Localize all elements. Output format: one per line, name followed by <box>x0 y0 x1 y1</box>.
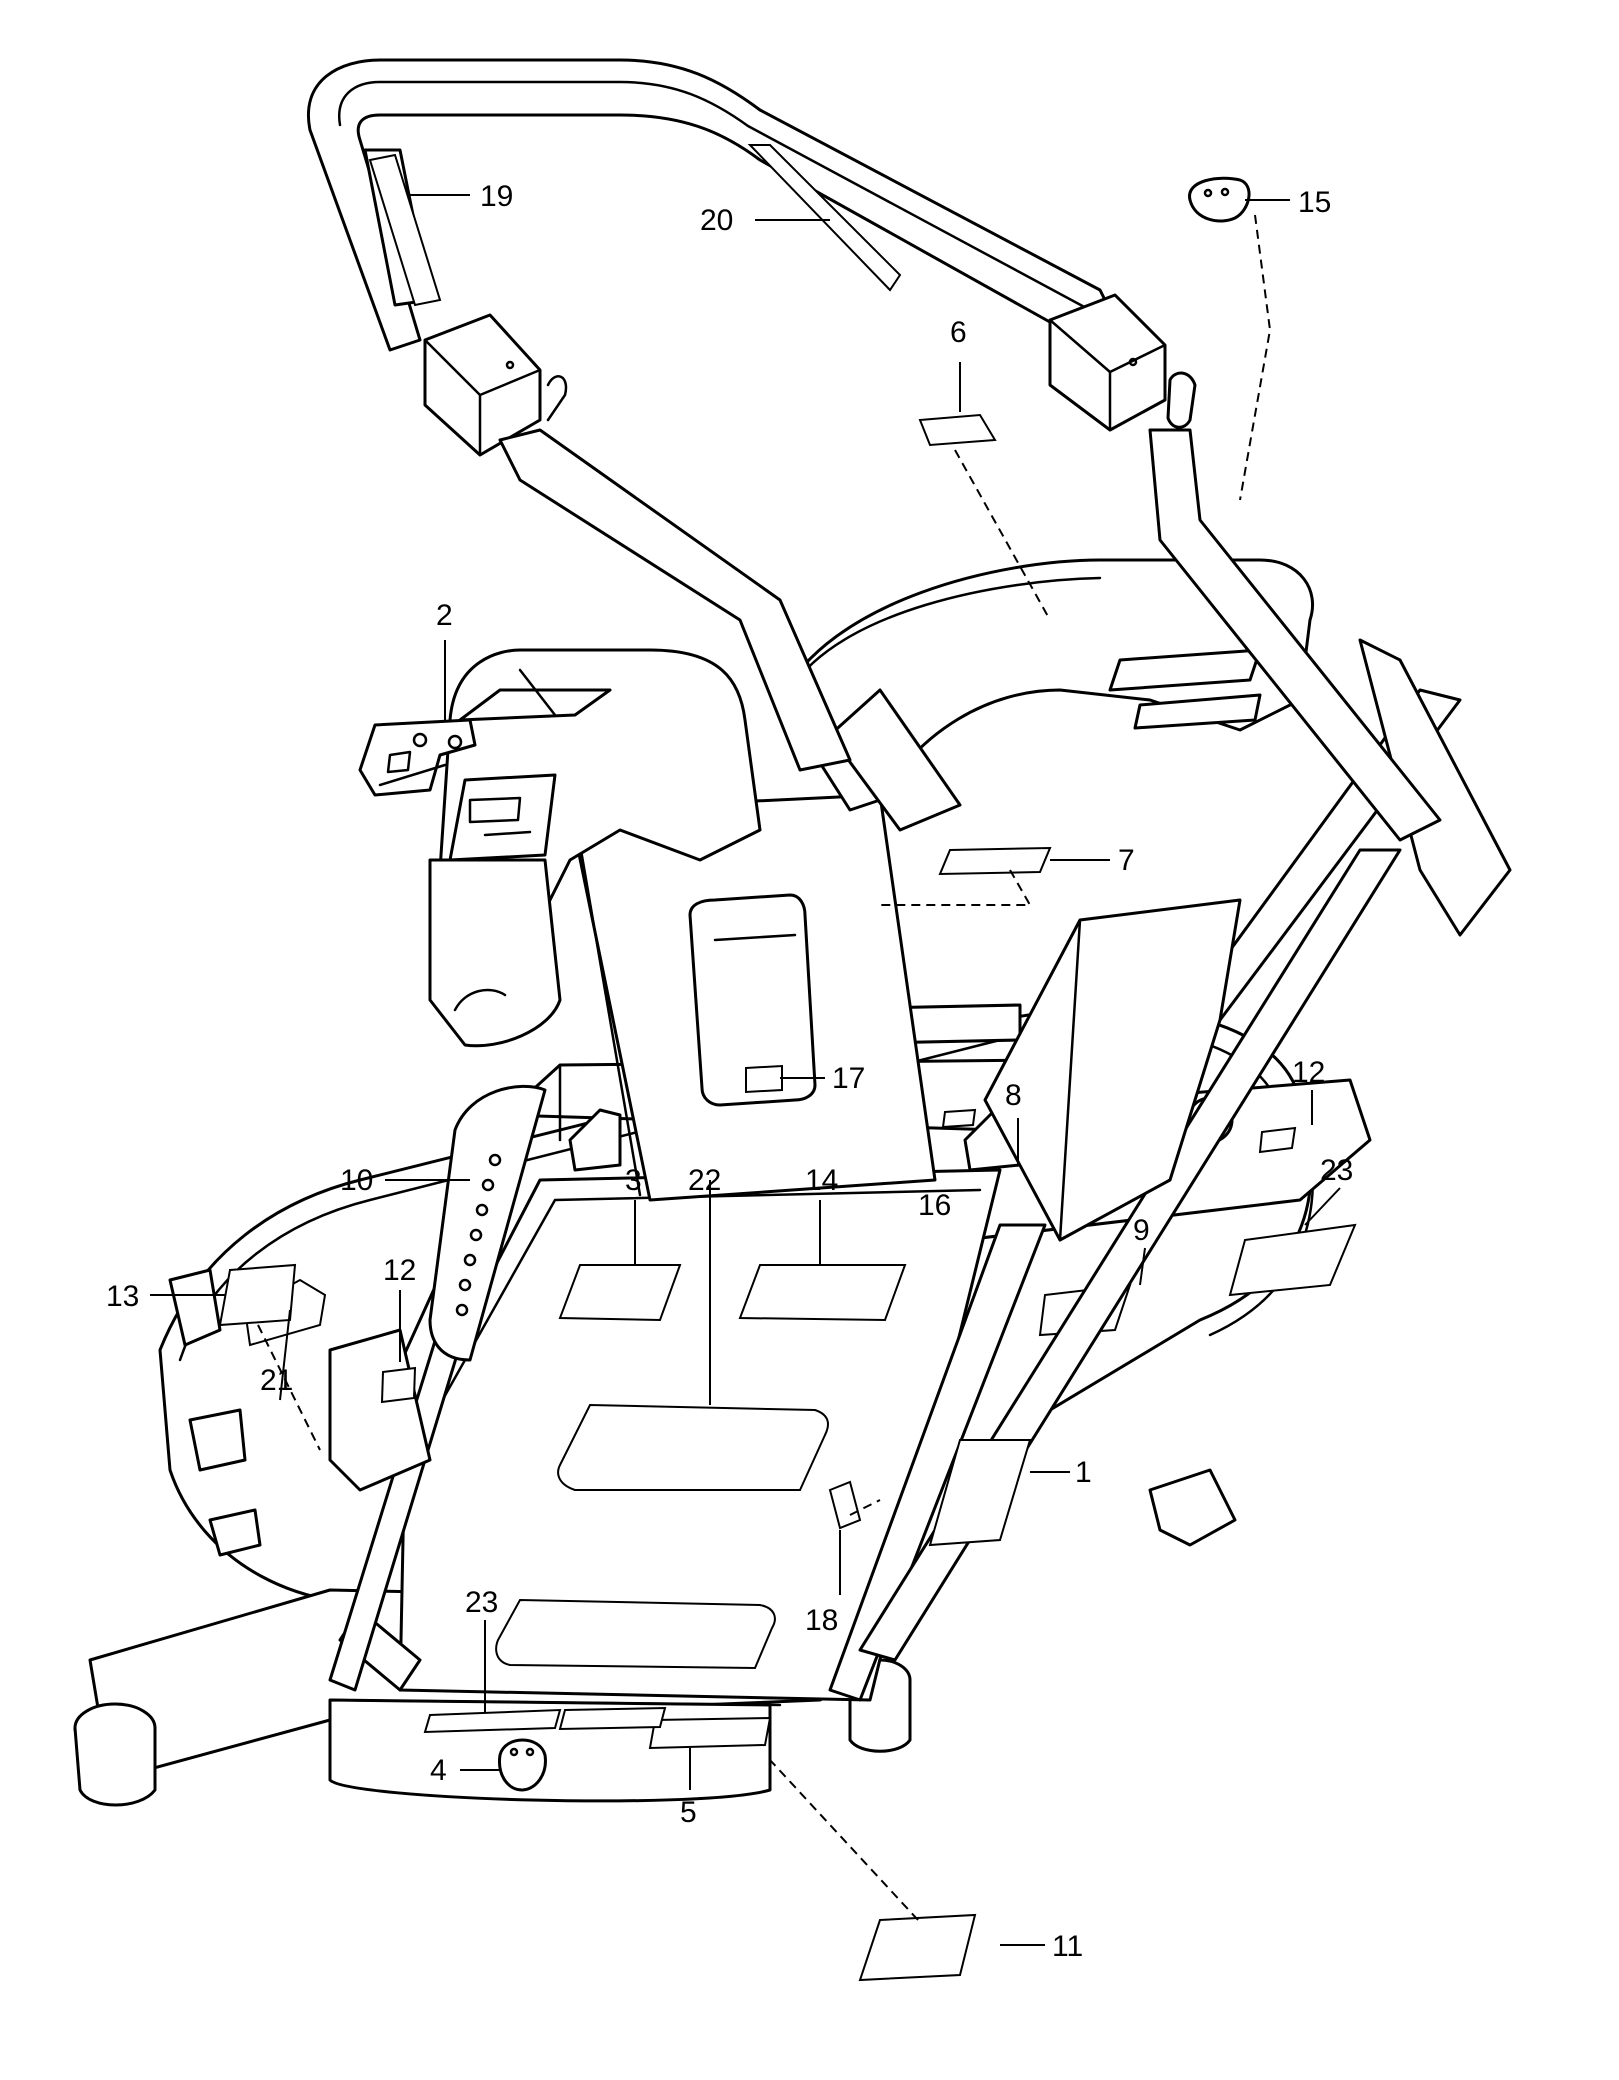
decal-part-22 <box>557 1403 829 1491</box>
callout-18: 18 <box>805 1604 838 1637</box>
decal-part-3 <box>558 1264 682 1322</box>
decal-part-18 <box>828 1480 862 1530</box>
callout-22: 22 <box>688 1164 721 1197</box>
decal-part-1 <box>928 1439 1032 1547</box>
part-13-decal <box>218 1263 297 1327</box>
decal-part-23-left <box>423 1708 562 1734</box>
callout-3: 3 <box>625 1164 642 1197</box>
decal-part-14 <box>738 1264 907 1322</box>
callout-13: 13 <box>106 1280 139 1313</box>
rear-fender <box>778 558 1512 937</box>
part-2-plate <box>358 718 477 797</box>
callout-23-right: 23 <box>1320 1154 1353 1187</box>
decal-part-5 <box>648 1716 772 1750</box>
decal-part-23-right <box>1228 1223 1357 1297</box>
callout-23-left: 23 <box>465 1586 498 1619</box>
callout-8: 8 <box>1005 1079 1022 1112</box>
callout-12-left: 12 <box>383 1254 416 1287</box>
callout-15: 15 <box>1298 186 1331 219</box>
callout-2: 2 <box>436 599 453 632</box>
callout-19: 19 <box>480 180 513 213</box>
part-11-decal <box>858 1913 977 1982</box>
callout-17: 17 <box>832 1062 865 1095</box>
callout-4: 4 <box>430 1754 447 1787</box>
callout-6: 6 <box>950 316 967 349</box>
callout-5: 5 <box>680 1796 697 1829</box>
callout-labels: 1 2 3 4 5 6 7 8 9 10 11 12 12 13 14 15 1… <box>106 180 1353 1963</box>
decal-part-20 <box>747 144 902 292</box>
decal-part-12-left <box>380 1366 417 1404</box>
callout-11: 11 <box>1052 1930 1083 1963</box>
decal-part-7 <box>938 846 1052 876</box>
part-6-decal <box>918 413 997 447</box>
decal-part-16 <box>941 1108 977 1129</box>
decal-part-17 <box>745 1064 783 1094</box>
decal-part-12-right <box>1258 1126 1297 1154</box>
part-15-emblem <box>1188 176 1251 223</box>
callout-9: 9 <box>1133 1214 1150 1247</box>
part-19-strap <box>368 153 442 307</box>
assembly-lines <box>257 214 1272 1921</box>
callout-20: 20 <box>700 204 733 237</box>
seat <box>568 793 937 1202</box>
callout-1: 1 <box>1075 1456 1092 1489</box>
callout-16: 16 <box>918 1189 951 1222</box>
callout-14: 14 <box>805 1164 838 1197</box>
leader-lines <box>150 194 1341 1946</box>
decal-part-4-sticker <box>498 1738 547 1792</box>
callout-12-right: 12 <box>1292 1056 1325 1089</box>
callout-21: 21 <box>260 1364 293 1397</box>
callout-7: 7 <box>1118 844 1135 877</box>
floating-parts <box>218 153 1251 1982</box>
callout-10: 10 <box>340 1164 373 1197</box>
left-console <box>328 648 762 1492</box>
